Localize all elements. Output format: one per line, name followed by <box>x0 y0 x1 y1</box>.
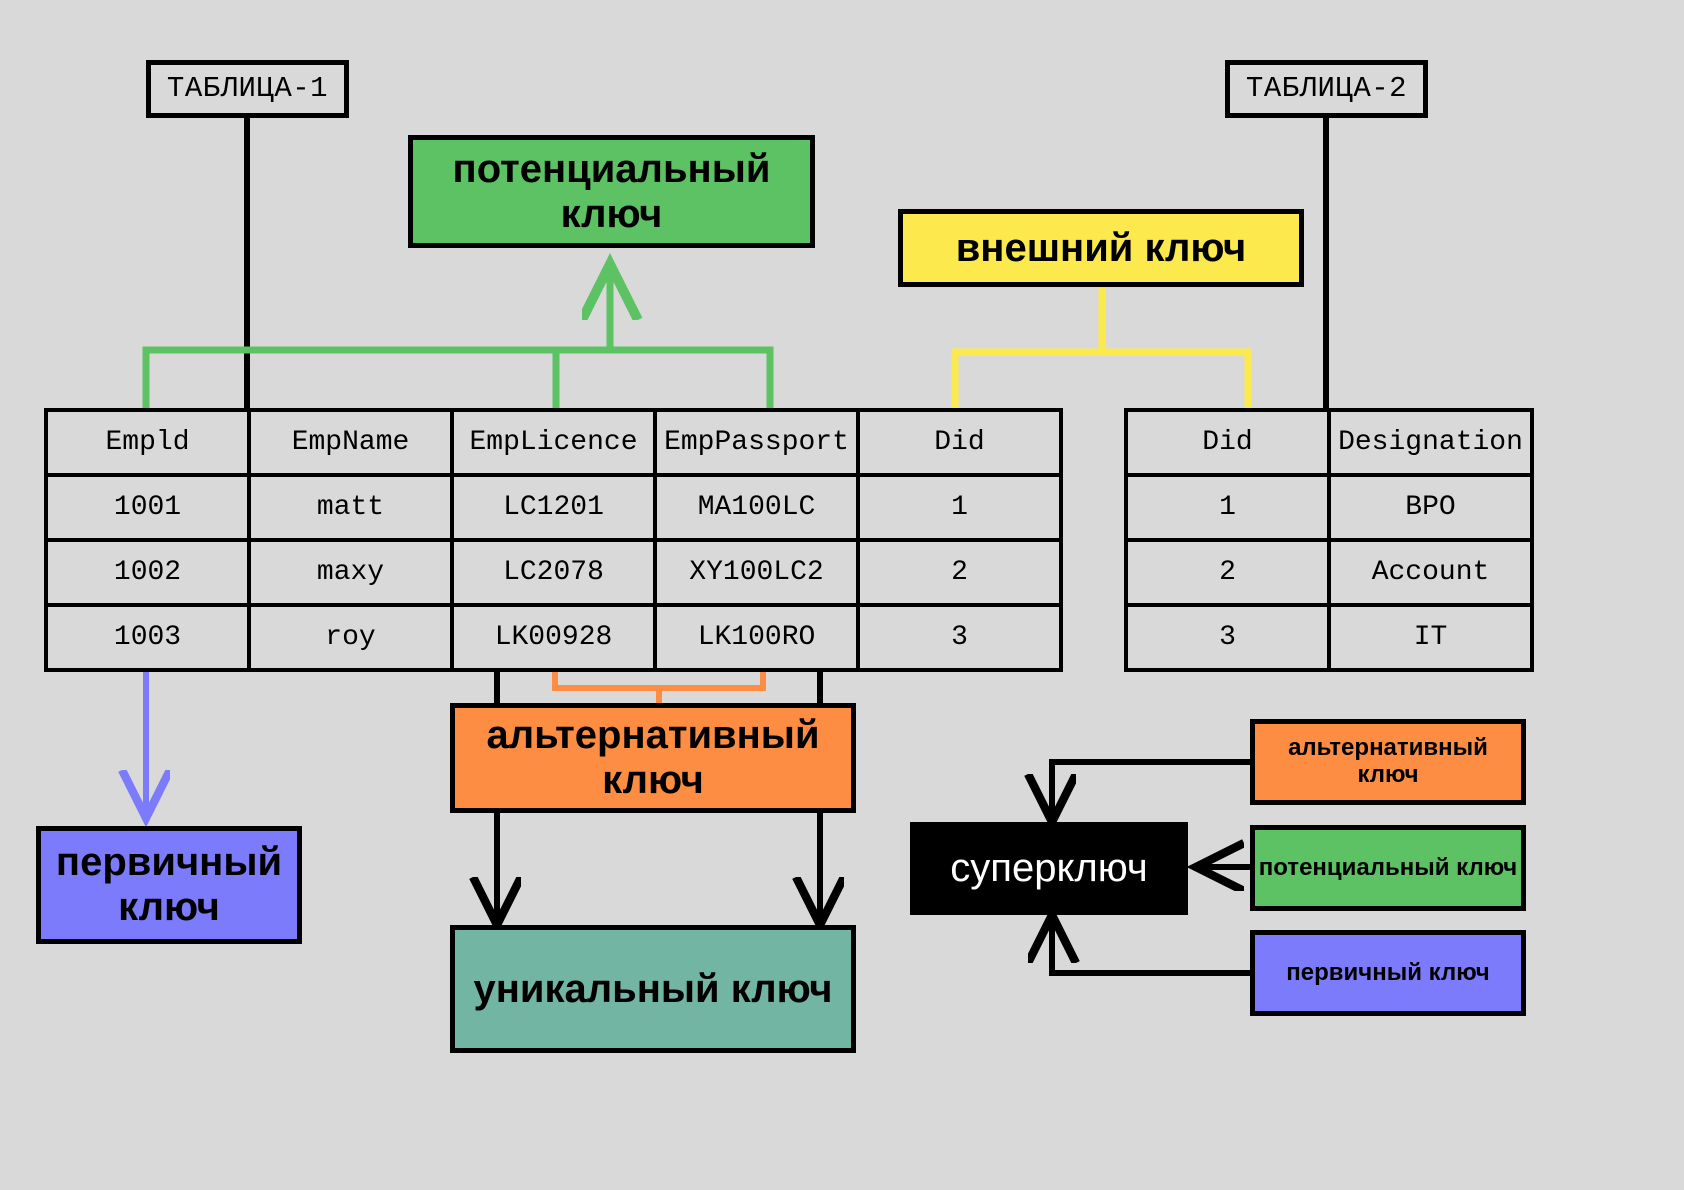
table-1-cell: 3 <box>856 603 1063 672</box>
alternate-key-box: альтернативный ключ <box>450 703 856 813</box>
unique-key-label: уникальный ключ <box>473 966 833 1011</box>
foreign-key-label: внешний ключ <box>955 225 1247 270</box>
primary-key-box: первичный ключ <box>36 826 302 944</box>
super-key-label: суперключ <box>950 846 1148 891</box>
table-1-cell: LC2078 <box>450 538 657 607</box>
table-1-cell: maxy <box>247 538 454 607</box>
table-1-cell: LC1201 <box>450 473 657 542</box>
table-2-cell: Account <box>1327 538 1534 607</box>
line-alternate-key-small-to-superkey <box>1052 759 1250 822</box>
table-2-header-cell: Designation <box>1327 408 1534 477</box>
unique-key-box: уникальный ключ <box>450 925 856 1053</box>
table-1-cell: LK00928 <box>450 603 657 672</box>
table-1-header-cell: Did <box>856 408 1063 477</box>
table-1-cell: 1003 <box>44 603 251 672</box>
table-1-cell: roy <box>247 603 454 672</box>
line-foreign-key-bracket <box>951 288 1252 408</box>
table-2-title-box: ТАБЛИЦА-2 <box>1225 60 1428 118</box>
table-1-cell: LK100RO <box>653 603 860 672</box>
foreign-key-box: внешний ключ <box>898 209 1304 287</box>
primary-key-small-label: первичный ключ <box>1286 958 1490 986</box>
table-1-header-cell: Empld <box>44 408 251 477</box>
table-row: 3 IT <box>1124 603 1534 672</box>
table-row: 1 BPO <box>1124 473 1534 542</box>
table-1-cell: 1002 <box>44 538 251 607</box>
alternate-key-label: альтернативный ключ <box>486 713 820 802</box>
table-2-header-cell: Did <box>1124 408 1331 477</box>
table-1-cell: MA100LC <box>653 473 860 542</box>
table-1-cell: 1 <box>856 473 1063 542</box>
table-1-cell: 2 <box>856 538 1063 607</box>
table-1-cell: XY100LC2 <box>653 538 860 607</box>
table-2: Did Designation 1 BPO 2 Account 3 IT <box>1124 408 1534 672</box>
table-2-cell: BPO <box>1327 473 1534 542</box>
table-1-header-cell: EmpPassport <box>653 408 860 477</box>
super-key-box: суперключ <box>910 822 1188 915</box>
table-2-cell: 3 <box>1124 603 1331 672</box>
candidate-key-small-label: потенциальный ключ <box>1258 853 1518 881</box>
table-2-cell: 1 <box>1124 473 1331 542</box>
table-1-cell: 1001 <box>44 473 251 542</box>
table-row-header: Did Designation <box>1124 408 1534 477</box>
candidate-key-box: потенциальный ключ <box>408 135 815 248</box>
primary-key-small-box: первичный ключ <box>1250 930 1526 1016</box>
table-1: Empld EmpName EmpLicence EmpPassport Did… <box>44 408 1063 672</box>
table-1-cell: matt <box>247 473 454 542</box>
table-1-header-cell: EmpLicence <box>450 408 657 477</box>
table-row: 1002 maxy LC2078 XY100LC2 2 <box>44 538 1063 607</box>
table-row: 2 Account <box>1124 538 1534 607</box>
line-primary-key-small-to-superkey <box>1052 915 1250 976</box>
alternate-key-small-box: альтернативный ключ <box>1250 719 1526 805</box>
table-2-cell: 2 <box>1124 538 1331 607</box>
table-row: 1001 matt LC1201 MA100LC 1 <box>44 473 1063 542</box>
line-candidate-key-bracket <box>142 264 774 408</box>
alternate-key-small-label: альтернативный ключ <box>1288 734 1488 788</box>
candidate-key-small-box: потенциальный ключ <box>1250 825 1526 911</box>
primary-key-label: первичный ключ <box>55 840 283 929</box>
table-row-header: Empld EmpName EmpLicence EmpPassport Did <box>44 408 1063 477</box>
table-row: 1003 roy LK00928 LK100RO 3 <box>44 603 1063 672</box>
table-1-title-label: ТАБЛИЦА-1 <box>166 71 329 105</box>
candidate-key-label: потенциальный ключ <box>452 146 771 236</box>
table-1-title-box: ТАБЛИЦА-1 <box>146 60 349 118</box>
table-2-cell: IT <box>1327 603 1534 672</box>
table-1-header-cell: EmpName <box>247 408 454 477</box>
table-2-title-label: ТАБЛИЦА-2 <box>1245 71 1408 105</box>
